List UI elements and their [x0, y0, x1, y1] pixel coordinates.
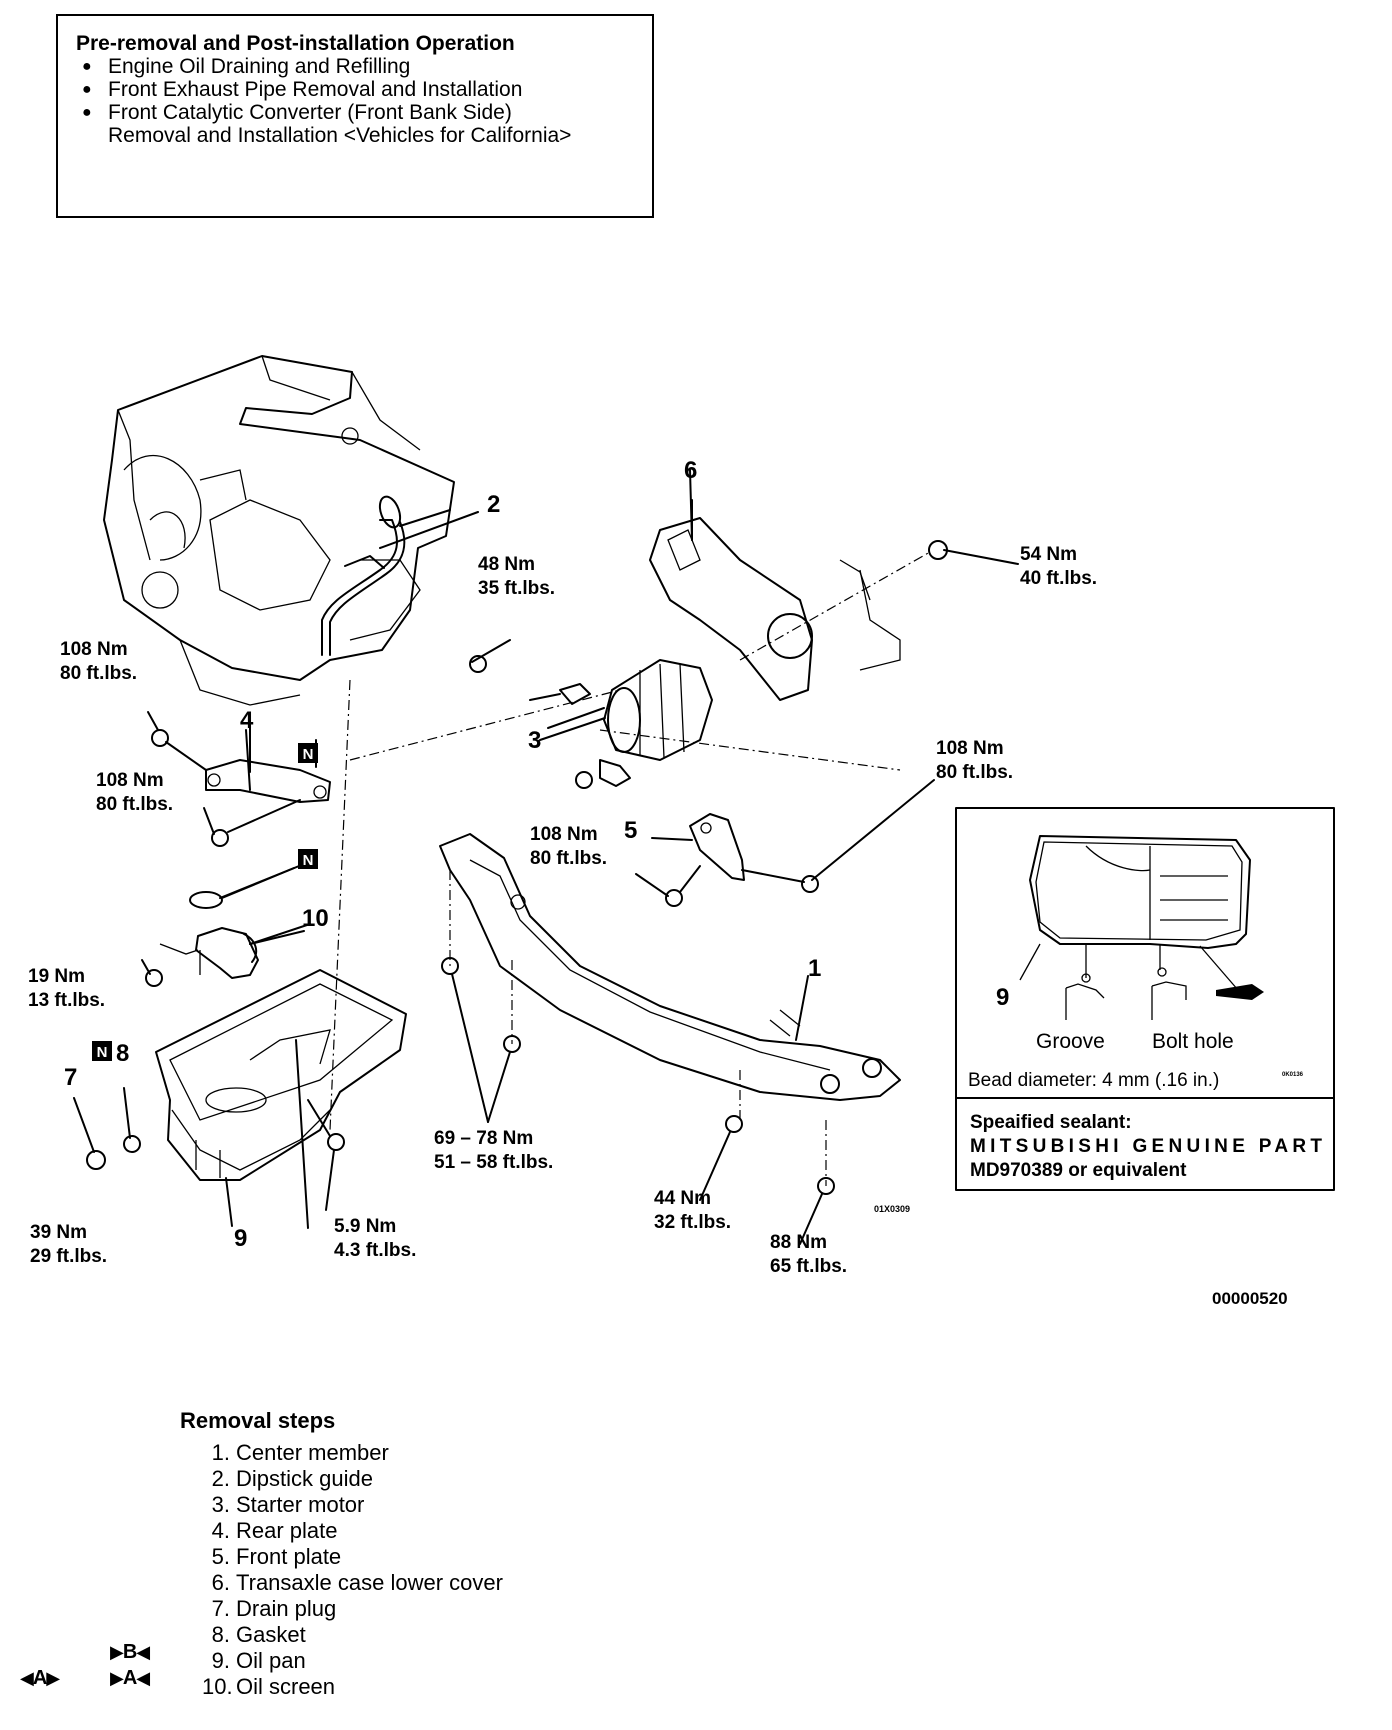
sealant-line-1: Speaified sealant:: [970, 1112, 1132, 1133]
torque-108-front-ftlbs: 80 ft.lbs.: [530, 848, 607, 869]
part-number-3: 3: [528, 727, 541, 754]
part-number-2: 2: [487, 491, 500, 518]
pre-operation-title: Pre-removal and Post-installation Operat…: [76, 32, 515, 55]
dipstick-guide-drawing: [321, 495, 479, 656]
removal-step: 1.Center member: [211, 1440, 389, 1465]
sealant-line-3: MD970389 or equivalent: [970, 1160, 1187, 1181]
bead-diameter-label: Bead diameter: 4 mm (.16 in.): [968, 1070, 1219, 1091]
inset-part-number-9: 9: [996, 984, 1009, 1011]
torque-labels: 48 Nm 35 ft.lbs. 54 Nm 40 ft.lbs. 108 Nm…: [28, 544, 1097, 1277]
torque-39-nm: 39 Nm: [30, 1222, 87, 1243]
removal-steps: Removal steps 1.Center member 2.Dipstick…: [180, 1408, 503, 1700]
torque-108-right-nm: 108 Nm: [936, 738, 1004, 759]
new-part-marker-box: [92, 1041, 112, 1061]
torque-88-ftlbs: 65 ft.lbs.: [770, 1256, 847, 1277]
pre-operation-list: Engine Oil Draining and Refilling Front …: [76, 55, 634, 147]
sealant-line-2: MITSUBISHI GENUINE PART: [970, 1136, 1322, 1157]
torque-19-nm: 19 Nm: [28, 966, 85, 987]
leader-lines: [73, 499, 1019, 1245]
torque-44-nm: 44 Nm: [654, 1188, 711, 1209]
torque-5-9-ftlbs: 4.3 ft.lbs.: [334, 1240, 416, 1261]
torque-108-right-ftlbs: 80 ft.lbs.: [936, 762, 1013, 783]
center-member-drawing: [439, 540, 948, 1195]
new-part-marker-box: [298, 743, 318, 763]
pre-operation-item: Front Exhaust Pipe Removal and Installat…: [76, 78, 634, 101]
part-number-4: 4: [240, 707, 254, 734]
pre-operation-item-continued: Removal and Installation <Vehicles for C…: [108, 124, 572, 147]
rear-plate-drawing: [151, 729, 331, 847]
torque-108-rear-ftlbs: 80 ft.lbs.: [96, 794, 173, 815]
new-part-marker: N: [97, 1044, 108, 1061]
installation-marker-a: ▶A◀: [110, 1667, 150, 1689]
torque-51-58-ftlbs: 51 – 58 ft.lbs.: [434, 1152, 553, 1173]
part-number-5: 5: [624, 817, 637, 844]
part-number-10: 10: [302, 905, 329, 932]
front-plate-drawing: [665, 813, 819, 907]
torque-54-nm: 54 Nm: [1020, 544, 1077, 565]
pre-operation-box: Pre-removal and Post-installation Operat…: [56, 14, 654, 218]
torque-108-rear-nm: 108 Nm: [96, 770, 164, 791]
removal-step: 4.Rear plate: [211, 1518, 338, 1543]
removal-step: 5.Front plate: [211, 1544, 342, 1569]
oil-pan-drawing: [86, 969, 407, 1181]
exploded-view-diagram: 2 6 3 4 5 10 1 7 8 9 N N N 48 Nm 35 ft.l…: [28, 355, 1335, 1308]
torque-48-nm: 48 Nm: [478, 554, 535, 575]
torque-88-nm: 88 Nm: [770, 1232, 827, 1253]
removal-step: 10.Oil screen: [202, 1674, 336, 1699]
part-number-7: 7: [64, 1064, 77, 1091]
removal-marker-a: ◀A▶: [20, 1667, 60, 1689]
sealant-inset: 9 Groove Bolt hole Bead diameter: 4 mm (…: [955, 807, 1335, 1191]
torque-108-left-ftlbs: 80 ft.lbs.: [60, 663, 137, 684]
torque-44-ftlbs: 32 ft.lbs.: [654, 1212, 731, 1233]
torque-19-ftlbs: 13 ft.lbs.: [28, 990, 105, 1011]
removal-step: 9.Oil pan: [211, 1648, 306, 1673]
part-number-6: 6: [684, 457, 697, 484]
new-part-marker: N: [303, 852, 314, 869]
removal-step: 7.Drain plug: [211, 1596, 337, 1621]
drawing-number: 00000520: [1212, 1289, 1288, 1308]
pre-operation-item: Front Catalytic Converter (Front Bank Si…: [76, 101, 634, 124]
installation-marker-b: ▶B◀: [110, 1641, 150, 1663]
sealant-inset-frame: [955, 807, 1335, 1191]
removal-steps-list: 1.Center member 2.Dipstick guide 3.Start…: [180, 1440, 503, 1700]
removal-step: 3.Starter motor: [211, 1492, 365, 1517]
part-numbers: 2 6 3 4 5 10 1 7 8 9: [64, 457, 821, 1252]
part-number-1: 1: [808, 955, 821, 982]
part-number-8: 8: [116, 1040, 129, 1067]
inset-code: 0K0136: [1282, 1072, 1304, 1078]
assembly-dash-lines: [329, 551, 931, 1186]
removal-step: 6.Transaxle case lower cover: [211, 1570, 503, 1595]
torque-69-78-nm: 69 – 78 Nm: [434, 1128, 533, 1149]
torque-108-front-nm: 108 Nm: [530, 824, 598, 845]
engine-block-drawing: [103, 355, 455, 706]
bolt-hole-label: Bolt hole: [1152, 1030, 1234, 1053]
torque-108-left-nm: 108 Nm: [60, 639, 128, 660]
oil-screen-drawing: [145, 867, 311, 987]
torque-48-ftlbs: 35 ft.lbs.: [478, 578, 555, 599]
removal-step: 2.Dipstick guide: [211, 1466, 373, 1491]
figure-code: 01X0309: [874, 1204, 910, 1214]
new-part-marker-box: [298, 849, 318, 869]
torque-39-ftlbs: 29 ft.lbs.: [30, 1246, 107, 1267]
starter-motor-drawing: [529, 659, 713, 789]
new-part-marker: N: [303, 746, 314, 763]
pre-operation-item: Engine Oil Draining and Refilling: [76, 55, 634, 78]
torque-5-9-nm: 5.9 Nm: [334, 1216, 396, 1237]
torque-54-ftlbs: 40 ft.lbs.: [1020, 568, 1097, 589]
removal-step: 8.Gasket: [211, 1622, 306, 1647]
new-part-markers: N N N: [92, 743, 318, 1061]
part-number-9: 9: [234, 1225, 247, 1252]
groove-label: Groove: [1036, 1030, 1105, 1053]
removal-steps-title: Removal steps: [180, 1408, 336, 1433]
